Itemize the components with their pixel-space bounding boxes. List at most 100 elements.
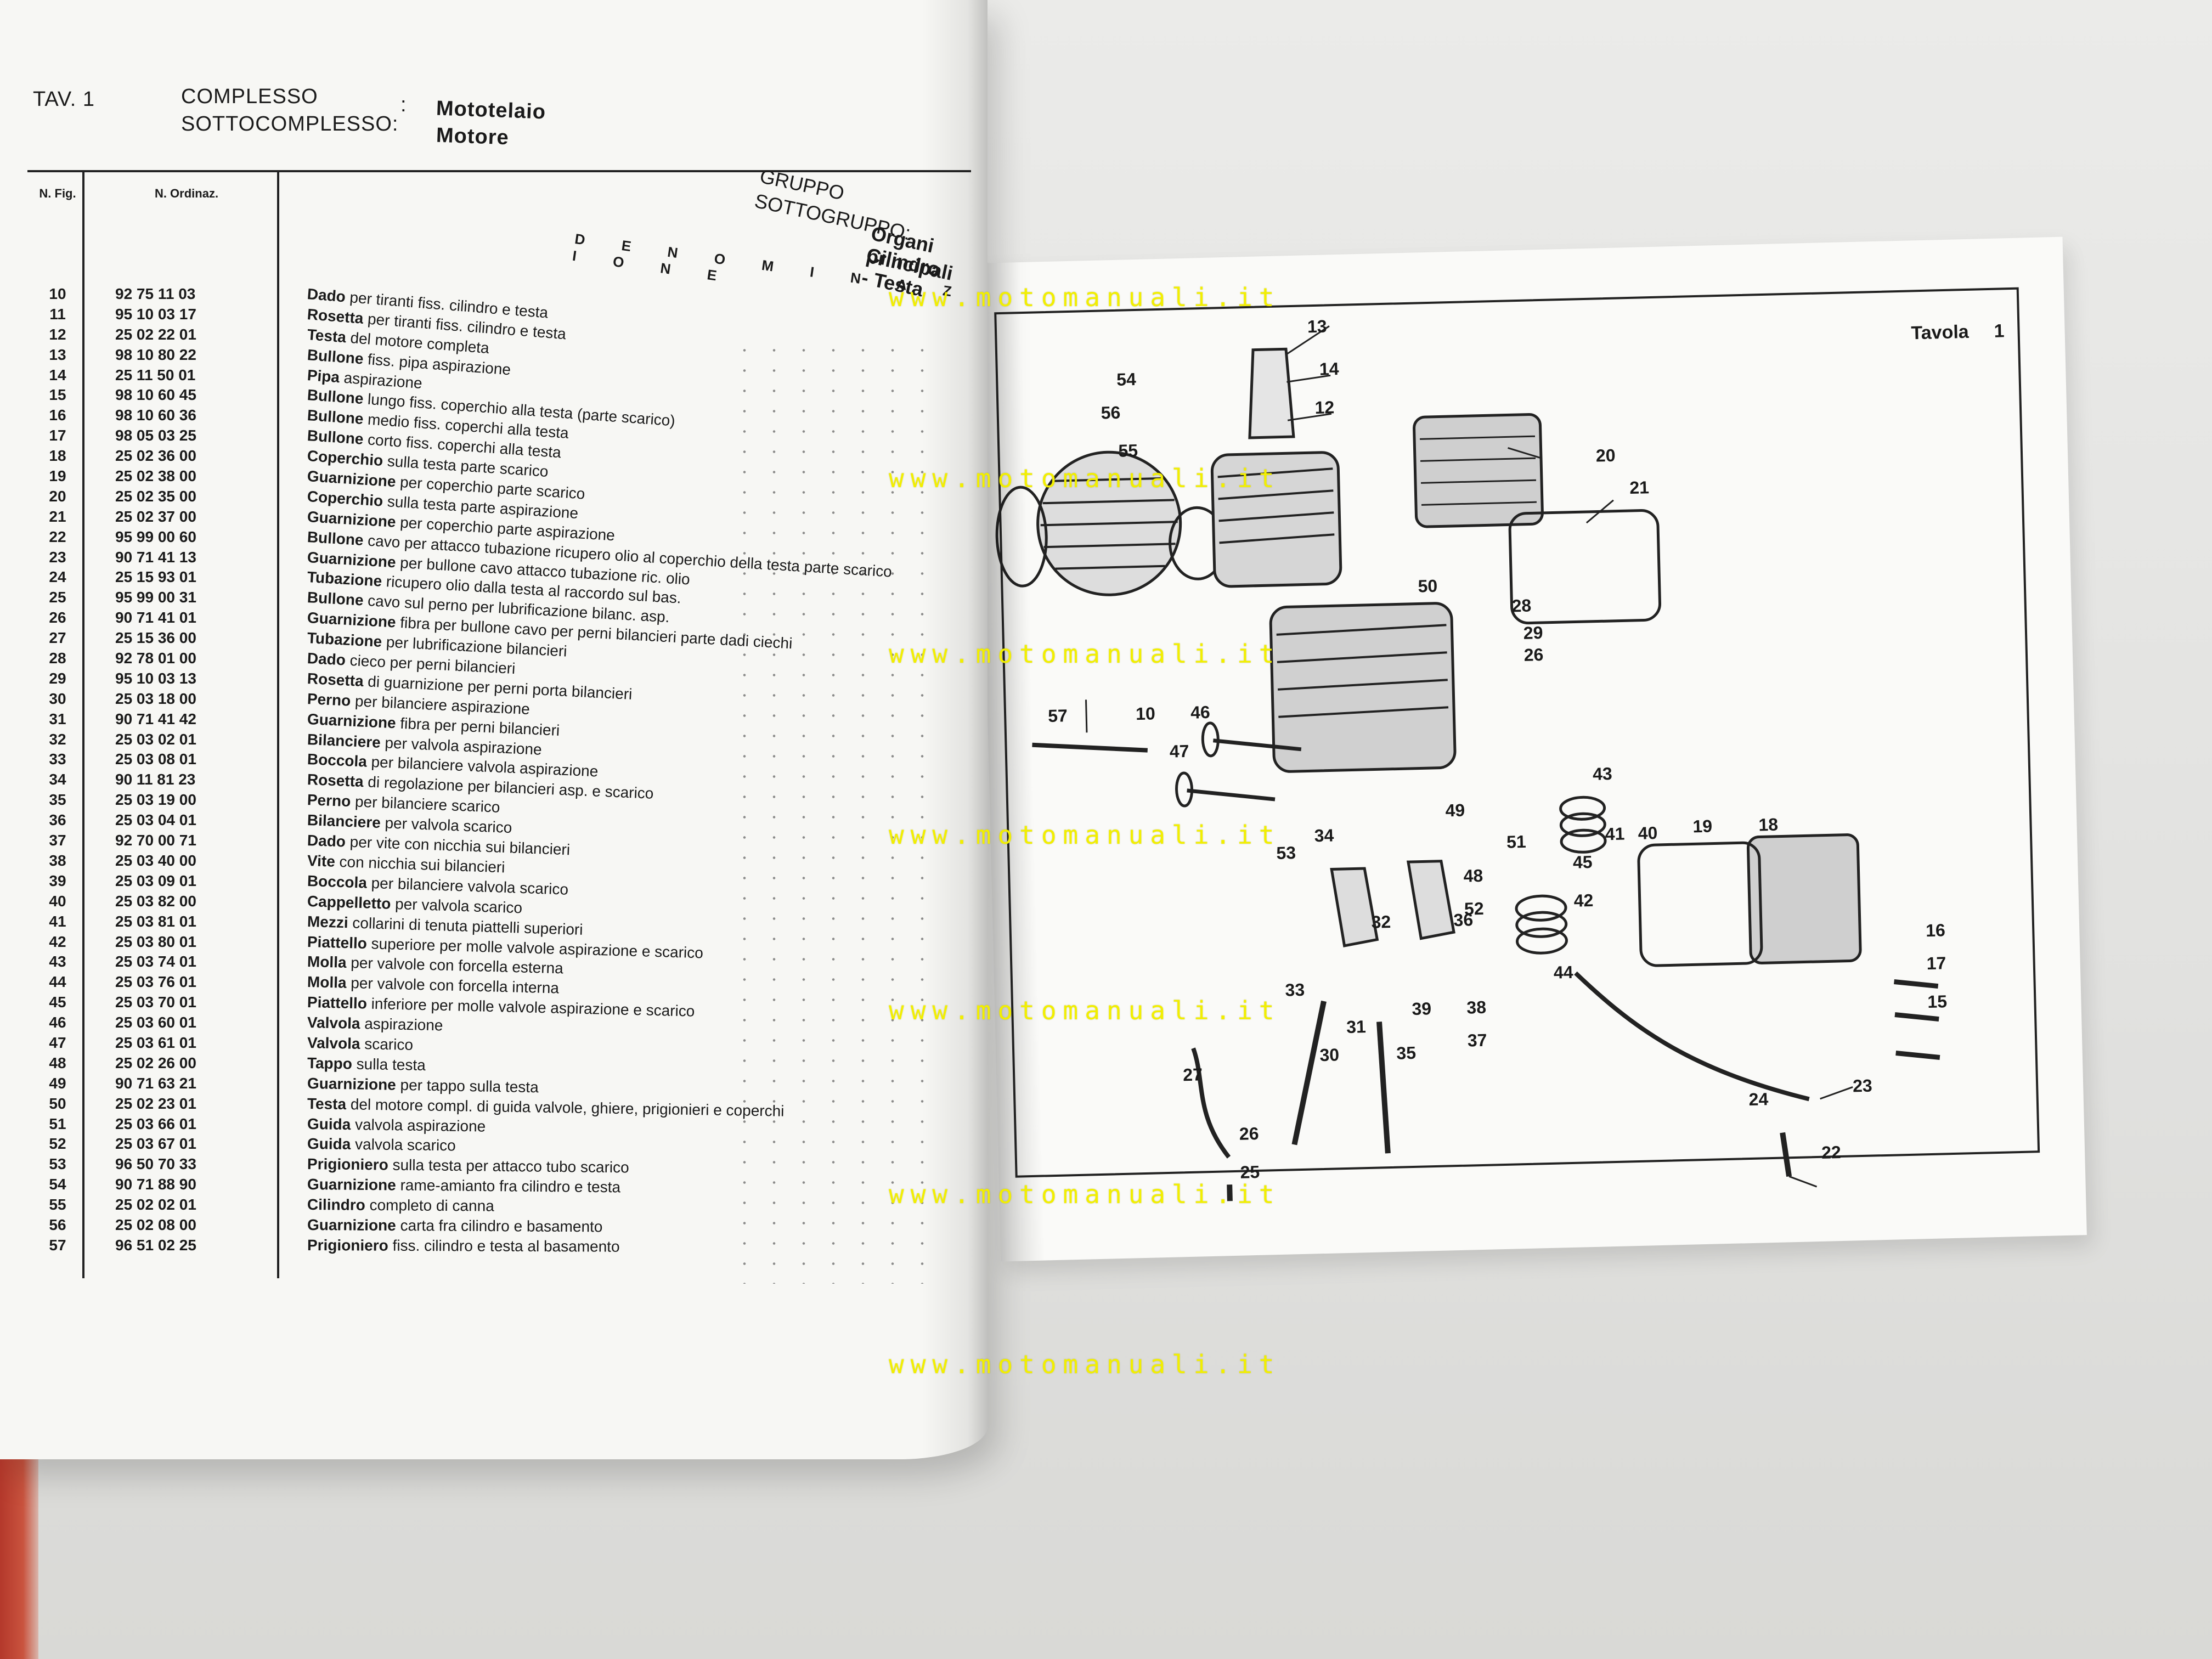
callout-40: 40 xyxy=(1638,822,1658,843)
order-number: 25 03 81 01 xyxy=(115,912,196,930)
order-number: 25 03 40 00 xyxy=(115,851,196,869)
callout-16: 16 xyxy=(1925,920,1946,941)
part-name: Cilindro xyxy=(307,1196,365,1214)
callout-47: 47 xyxy=(1169,741,1189,761)
part-name: Guarnizione xyxy=(307,609,397,631)
part-name: Piattello xyxy=(307,933,368,952)
part-name: Testa xyxy=(307,1094,347,1113)
order-number: 25 03 09 01 xyxy=(115,872,196,889)
order-number: 25 03 82 00 xyxy=(115,892,196,910)
part-name: Coperchio xyxy=(307,447,384,470)
part-name: Coperchio xyxy=(307,487,384,510)
fig-number: 47 xyxy=(49,1034,66,1051)
fig-number: 21 xyxy=(49,507,66,525)
fig-number: 49 xyxy=(49,1074,66,1092)
part-name: Cappelletto xyxy=(307,892,391,912)
part-description: Cilindro completo di canna xyxy=(307,1196,494,1215)
part-detail: carta fra cilindro e basamento xyxy=(400,1217,603,1235)
callout-19: 19 xyxy=(1692,816,1713,837)
callout-35: 35 xyxy=(1396,1042,1417,1063)
order-number: 25 03 61 01 xyxy=(115,1034,196,1051)
part-name: Testa xyxy=(306,325,347,346)
part-detail: aspirazione xyxy=(364,1015,443,1034)
watermark-6: www.motomanuali.it xyxy=(889,1180,1281,1209)
part-description: Prigioniero fiss. cilindro e testa al ba… xyxy=(307,1237,620,1256)
order-number: 25 03 74 01 xyxy=(115,953,196,970)
callout-21: 21 xyxy=(1629,477,1650,498)
callout-26: 26 xyxy=(1523,644,1544,665)
fig-number: 42 xyxy=(49,933,66,950)
callout-42: 42 xyxy=(1573,890,1594,911)
column-header-fig: N. Fig. xyxy=(39,187,76,200)
fig-number: 52 xyxy=(49,1135,66,1153)
fig-number: 25 xyxy=(49,589,66,606)
order-number: 25 02 02 01 xyxy=(115,1196,196,1214)
part-name: Bullone xyxy=(306,386,364,408)
order-number: 25 02 08 00 xyxy=(115,1216,196,1233)
fig-number: 13 xyxy=(49,346,66,363)
callout-13: 13 xyxy=(1307,316,1328,337)
order-number: 90 71 63 21 xyxy=(115,1074,196,1092)
part-name: Tubazione xyxy=(307,629,383,651)
order-number: 98 05 03 25 xyxy=(115,427,196,444)
part-name: Rosetta xyxy=(306,305,364,327)
fig-number: 37 xyxy=(49,832,66,849)
fig-number: 54 xyxy=(49,1176,66,1193)
part-detail: sulla testa per attacco tubo scarico xyxy=(392,1156,629,1176)
fig-number: 20 xyxy=(49,487,66,505)
callout-48: 48 xyxy=(1463,865,1483,886)
callout-26b: 26 xyxy=(1239,1123,1259,1144)
fig-number: 17 xyxy=(49,427,66,444)
watermark-3: www.motomanuali.it xyxy=(889,639,1281,669)
fig-number: 18 xyxy=(49,447,66,465)
part-name: Molla xyxy=(307,953,347,972)
part-name: Valvola xyxy=(307,1034,360,1052)
part-name: Guarnizione xyxy=(307,710,397,732)
part-name: Guarnizione xyxy=(307,548,397,571)
part-name: Guarnizione xyxy=(307,1074,397,1093)
part-name: Tubazione xyxy=(307,568,383,590)
part-description: Guida valvola aspirazione xyxy=(307,1115,486,1136)
fig-number: 40 xyxy=(49,892,66,910)
tav-label: TAV. 1 xyxy=(33,88,95,111)
callout-33: 33 xyxy=(1285,979,1305,1000)
callout-12: 12 xyxy=(1314,397,1335,418)
callout-51: 51 xyxy=(1506,831,1527,852)
watermark-4: www.motomanuali.it xyxy=(889,820,1281,850)
order-number: 90 71 41 01 xyxy=(115,609,196,627)
order-number: 92 70 00 71 xyxy=(115,832,196,849)
fig-number: 45 xyxy=(49,994,66,1011)
order-number: 25 03 18 00 xyxy=(115,690,196,707)
order-number: 25 02 23 01 xyxy=(115,1094,196,1112)
part-name: Prigioniero xyxy=(307,1155,388,1173)
fig-number: 34 xyxy=(49,771,66,788)
order-number: 25 03 80 01 xyxy=(115,933,196,950)
order-number: 98 10 60 36 xyxy=(115,407,196,424)
order-number: 95 10 03 13 xyxy=(115,669,196,687)
order-number: 25 03 02 01 xyxy=(115,730,196,748)
part-name: Bullone xyxy=(307,589,364,609)
order-number: 25 02 26 00 xyxy=(115,1054,196,1071)
callout-24: 24 xyxy=(1748,1089,1769,1110)
order-number: 90 71 41 13 xyxy=(115,548,196,566)
sottocomplesso-value: Motore xyxy=(436,123,510,150)
part-name: Guarnizione xyxy=(307,1176,396,1194)
callout-27: 27 xyxy=(1182,1064,1203,1085)
